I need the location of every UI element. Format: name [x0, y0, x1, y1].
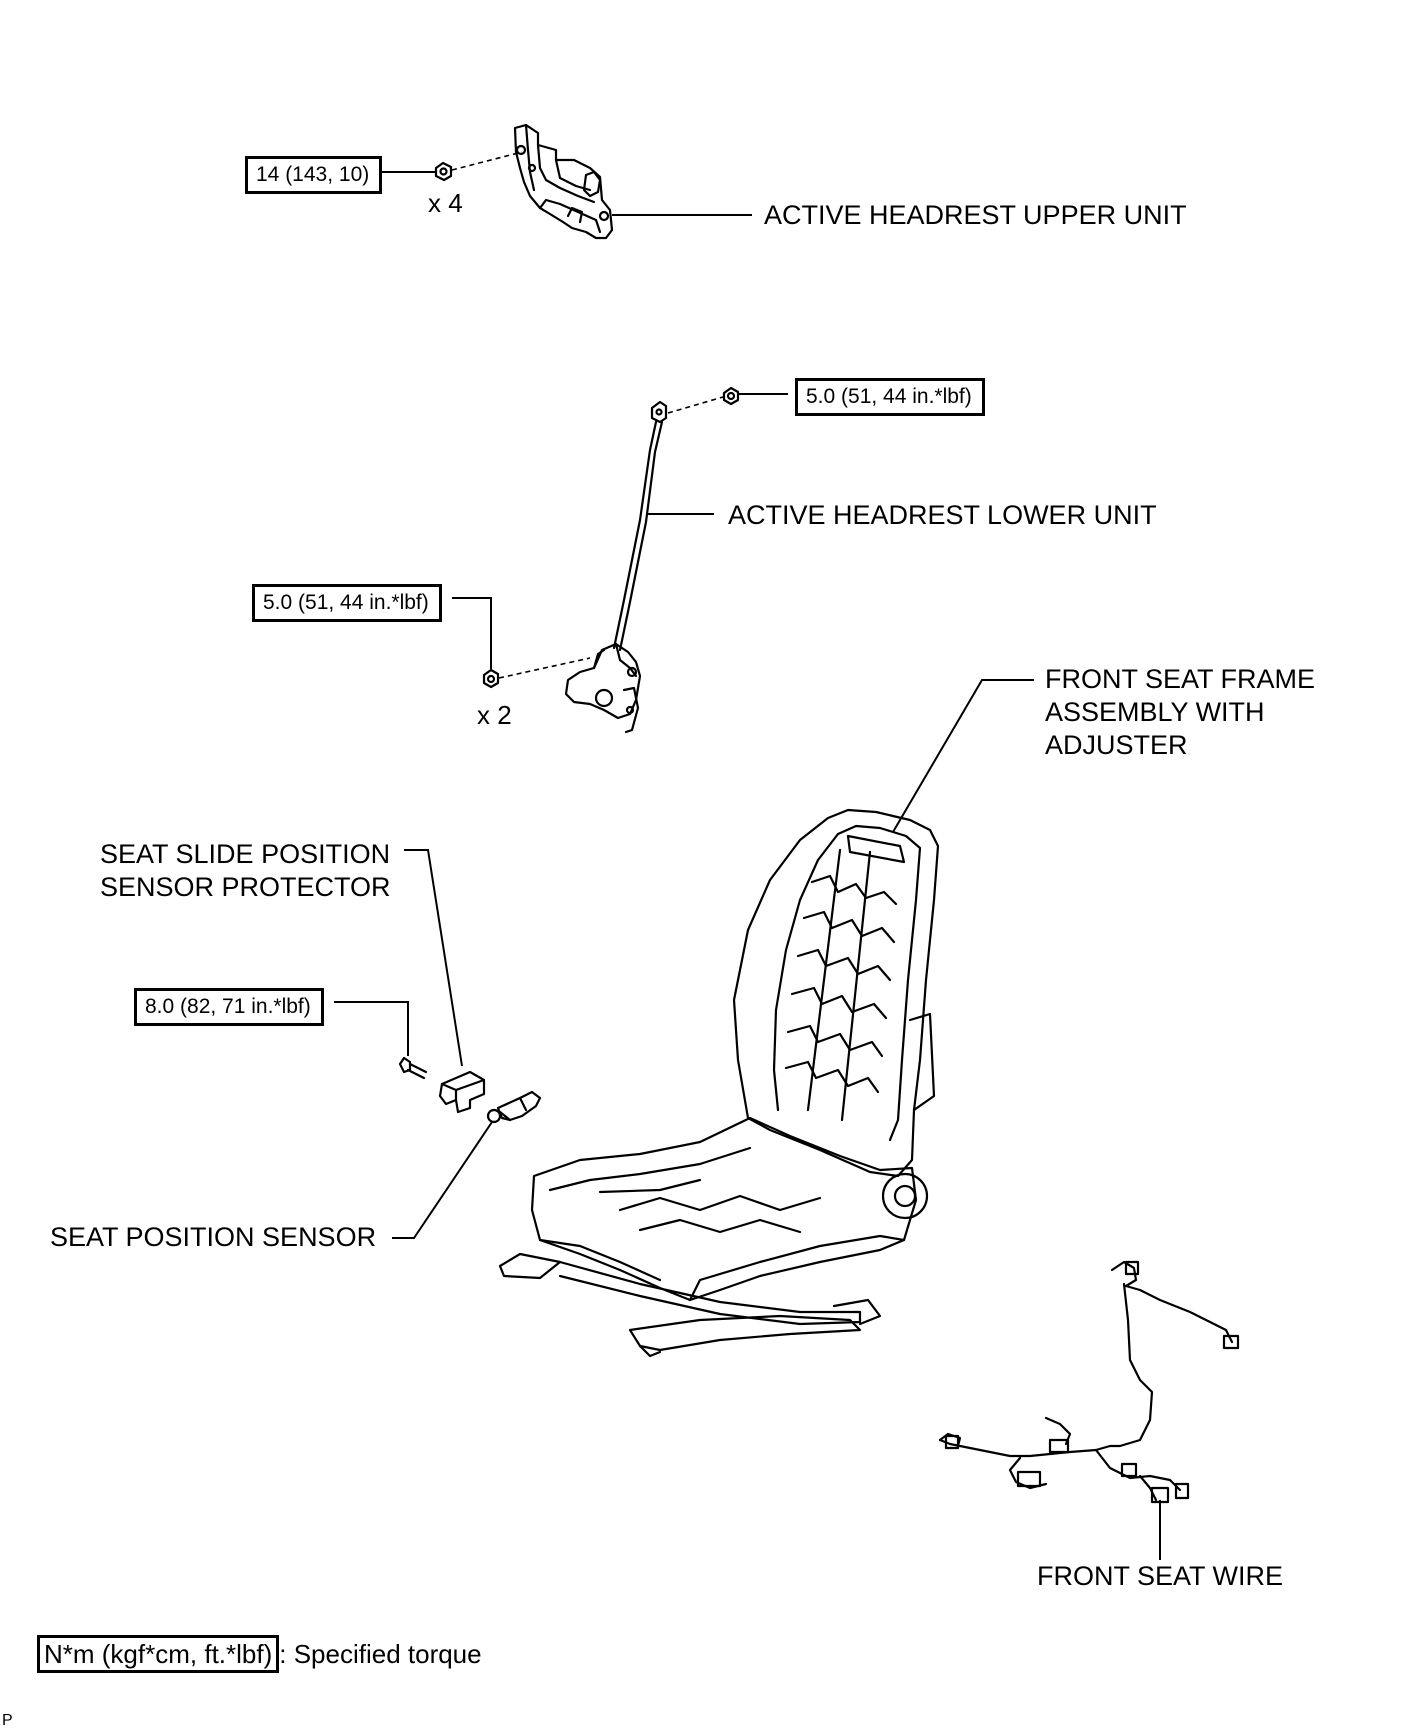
legend-description: : Specified torque [279, 1639, 482, 1669]
image-code: P [2, 1712, 13, 1729]
lower-unit-top-nut [722, 386, 740, 406]
protector-label-line2: SENSOR PROTECTOR [100, 872, 391, 902]
front-seat-frame [498, 808, 940, 1358]
frame-leader [892, 679, 1034, 833]
upper-nut-quantity: x 4 [428, 188, 463, 218]
lower-unit-bottom-nut [482, 668, 500, 689]
lower-top-nut-dash-line [667, 396, 724, 414]
upper-unit-nut [434, 161, 453, 182]
lower-bottom-nut-torque-box: 5.0 (51, 44 in.*lbf) [252, 584, 442, 622]
seat-position-sensor [486, 1090, 542, 1124]
protector-bolt-torque-leader [334, 1001, 409, 1056]
protector-bolt-torque-box: 8.0 (82, 71 in.*lbf) [134, 988, 324, 1026]
upper-nut-dash-line [451, 151, 523, 171]
lower-nut-quantity: x 2 [477, 700, 512, 730]
frame-label-line3: ADJUSTER [1045, 730, 1188, 760]
frame-label-line1: FRONT SEAT FRAME [1045, 664, 1316, 694]
position-sensor-leader [392, 1121, 493, 1239]
active-headrest-lower-unit [564, 400, 668, 734]
front-seat-wire-harness [938, 1260, 1240, 1504]
frame-label-line2: ASSEMBLY WITH [1045, 697, 1265, 727]
lower-bottom-torque-leader [452, 597, 492, 669]
protector-label-line1: SEAT SLIDE POSITION [100, 839, 391, 869]
lower-top-nut-torque-box: 5.0 (51, 44 in.*lbf) [795, 378, 985, 416]
upper-unit-label: ACTIVE HEADREST UPPER UNIT [764, 200, 1187, 230]
seat-slide-position-sensor-protector [438, 1070, 486, 1114]
position-sensor-label: SEAT POSITION SENSOR [50, 1222, 377, 1252]
legend-unit-box: N*m (kgf*cm, ft.*lbf) [37, 1635, 280, 1673]
upper-nut-torque-box: 14 (143, 10) [245, 156, 383, 194]
protector-bolt [398, 1056, 428, 1080]
active-headrest-upper-unit [513, 123, 614, 240]
lower-bottom-nut-dash-line [498, 657, 591, 679]
protector-leader [404, 849, 463, 1067]
seat-wire-label: FRONT SEAT WIRE [1037, 1561, 1284, 1591]
torque-legend: N*m (kgf*cm, ft.*lbf): Specified torque [37, 1635, 482, 1673]
lower-unit-label: ACTIVE HEADREST LOWER UNIT [728, 500, 1157, 530]
